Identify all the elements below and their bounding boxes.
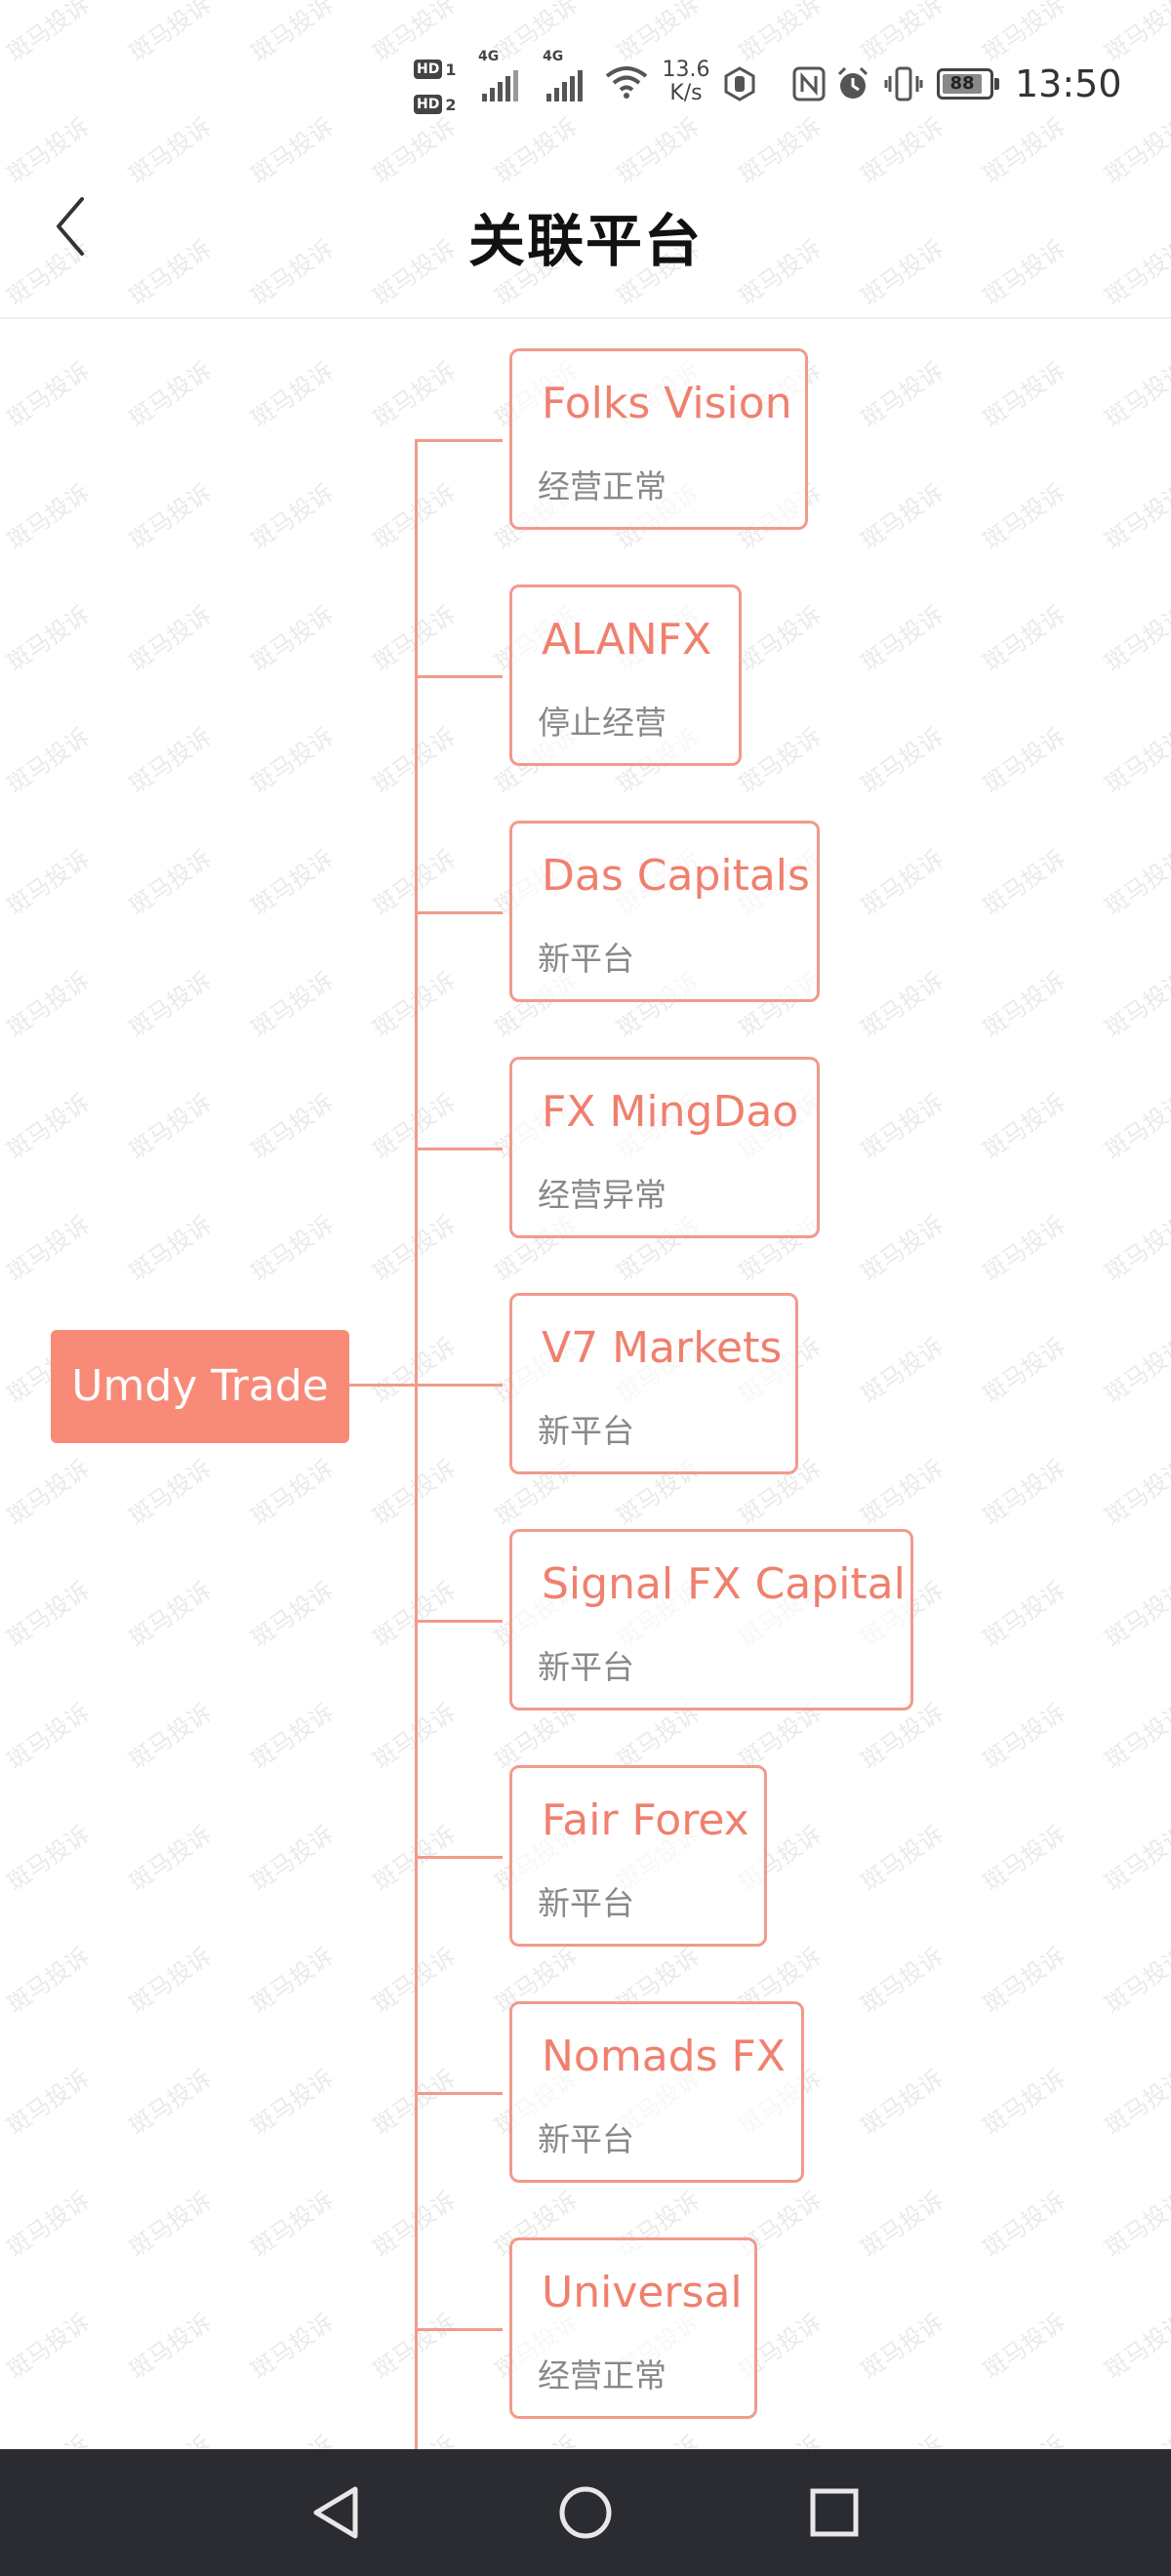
clock: 13:50 [1015, 62, 1122, 105]
platform-name: Das Capitals [542, 851, 810, 901]
platform-status: 新平台 [538, 2120, 634, 2158]
vibrate-icon [884, 66, 923, 105]
platform-name: FX MingDao [542, 1087, 799, 1137]
branch-line [415, 1147, 503, 1150]
page-title: 关联平台 [467, 208, 703, 274]
platform-name: ALANFX [542, 615, 712, 664]
nfc-icon [792, 66, 826, 105]
branch-line [415, 1856, 503, 1859]
network-type: 4G [478, 49, 500, 64]
related-platforms-tree: Umdy Trade Folks Vision 经营正常 ALANFX 停止经营… [0, 322, 1171, 2498]
battery-icon: 88 [937, 68, 999, 100]
platform-node[interactable]: ALANFX 停止经营 [509, 584, 742, 766]
hd-label: HD [414, 60, 443, 79]
platform-node[interactable]: Folks Vision 经营正常 [509, 348, 808, 530]
platform-node[interactable]: FX MingDao 经营异常 [509, 1057, 820, 1238]
platform-node[interactable]: Fair Forex 新平台 [509, 1765, 767, 1947]
nav-home-button[interactable] [546, 2478, 625, 2547]
network-speed: 13.6 K/s [652, 59, 720, 105]
hd-number: 2 [445, 95, 457, 114]
root-connector-line [349, 1384, 418, 1387]
platform-status: 停止经营 [538, 704, 666, 742]
root-platform-node[interactable]: Umdy Trade [51, 1330, 349, 1443]
branch-line [415, 911, 503, 914]
hd-label: HD [414, 95, 443, 114]
back-button[interactable] [39, 187, 107, 265]
nav-recents-button[interactable] [795, 2478, 873, 2547]
hd-number: 1 [445, 60, 457, 79]
platform-status: 新平台 [538, 940, 634, 978]
nav-back-button[interactable] [297, 2478, 375, 2547]
tree-trunk-line [415, 439, 418, 2498]
circle-home-icon [559, 2486, 612, 2539]
platform-name: Nomads FX [542, 2032, 786, 2081]
platform-status: 经营正常 [538, 2356, 666, 2395]
alarm-icon [835, 66, 870, 105]
branch-line [415, 439, 503, 442]
branch-line [415, 1384, 503, 1387]
platform-node[interactable]: Universal 经营正常 [509, 2237, 757, 2419]
platform-status: 经营异常 [538, 1176, 666, 1214]
platform-node[interactable]: Signal FX Capital 新平台 [509, 1529, 913, 1711]
branch-line [415, 1620, 503, 1623]
speed-unit: K/s [669, 81, 703, 105]
system-nav-bar [0, 2449, 1171, 2576]
wifi-icon [605, 64, 648, 103]
chevron-left-icon [57, 197, 84, 256]
platform-status: 经营正常 [538, 467, 666, 505]
platform-node[interactable]: V7 Markets 新平台 [509, 1293, 798, 1474]
platform-name: Fair Forex [542, 1795, 749, 1845]
platform-status: 新平台 [538, 1884, 634, 1922]
platform-name: V7 Markets [542, 1323, 783, 1373]
triangle-back-icon [313, 2486, 358, 2539]
branch-line [415, 2092, 503, 2095]
branch-line [415, 675, 503, 678]
square-recents-icon [810, 2488, 859, 2537]
hand-icon [722, 66, 757, 105]
platform-node[interactable]: Nomads FX 新平台 [509, 2001, 804, 2183]
platform-name: Folks Vision [542, 379, 792, 428]
battery-level: 88 [943, 74, 982, 94]
network-type: 4G [543, 49, 564, 64]
platform-name: Signal FX Capital [542, 1559, 906, 1609]
platform-node[interactable]: Das Capitals 新平台 [509, 821, 820, 1002]
app-header: 关联平台 [0, 137, 1171, 319]
speed-value: 13.6 [662, 58, 710, 82]
platform-status: 新平台 [538, 1648, 634, 1686]
branch-line [415, 2328, 503, 2331]
platform-status: 新平台 [538, 1412, 634, 1450]
platform-name: Universal [542, 2268, 743, 2317]
